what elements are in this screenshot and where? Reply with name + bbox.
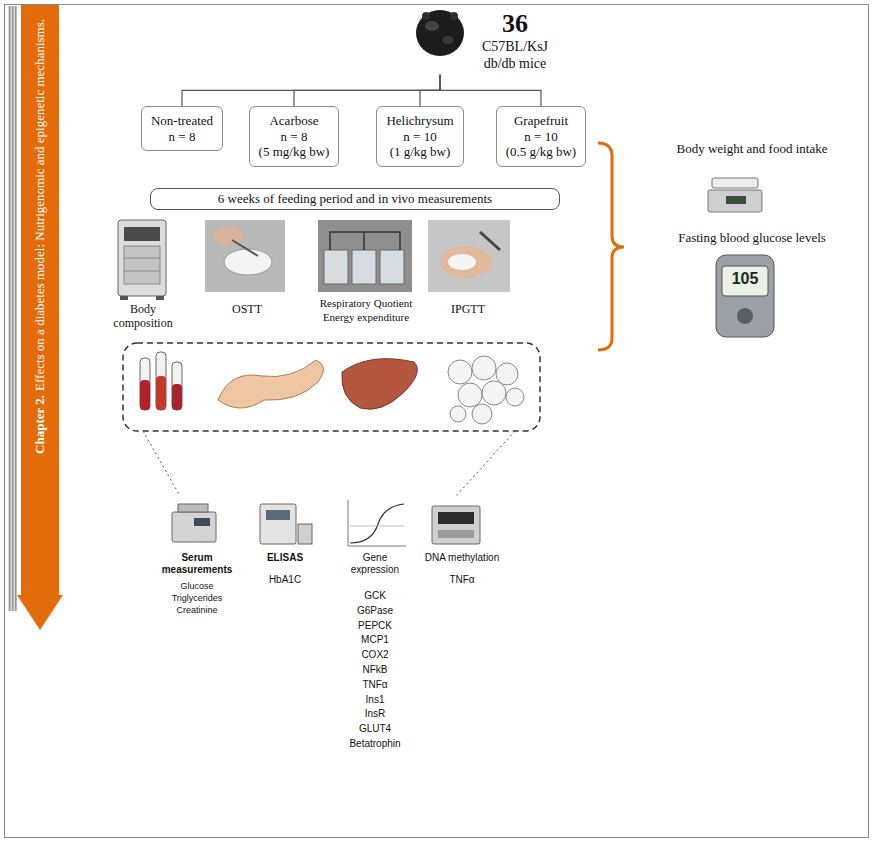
measurement-caption: Respiratory Quotient xyxy=(301,297,431,310)
box-text: Helichrysum xyxy=(386,113,453,129)
analysis-label: GCK xyxy=(340,590,410,602)
scale-icon xyxy=(708,178,762,212)
dotted-leader xyxy=(456,431,515,496)
analysis-label: Gene expression xyxy=(340,552,410,575)
analysis-label: InsR xyxy=(340,708,410,720)
analysis-label: ELISAS xyxy=(255,552,315,564)
analysis-label: PEPCK xyxy=(340,620,410,632)
process-box: 6 weeks of feeding period and in vivo me… xyxy=(150,188,560,210)
measurement-caption: IPGTT xyxy=(433,303,503,317)
analysis-label: MCP1 xyxy=(340,634,410,646)
process-box: Grapefruitn = 10(0.5 g/kg bw) xyxy=(496,106,586,167)
box-text: n = 8 xyxy=(151,129,213,145)
blood-tubes-icon xyxy=(140,352,182,410)
glucometer-icon xyxy=(716,255,774,337)
box-text: n = 10 xyxy=(506,129,576,145)
measurement-caption: Body composition xyxy=(102,303,184,331)
box-text: (0.5 g/kg bw) xyxy=(506,144,576,160)
chapter-arrow: Chapter 2. Effects on a diabetes model: N… xyxy=(17,5,63,630)
orange-bracket xyxy=(598,143,624,350)
process-box: Non-treatedn = 8 xyxy=(141,106,223,151)
tree-connector xyxy=(294,75,440,106)
box-text: n = 10 xyxy=(386,129,453,145)
expression-curve-icon xyxy=(348,500,406,546)
box-text: Grapefruit xyxy=(506,113,576,129)
ipgtt-photo xyxy=(428,220,510,292)
measurement-caption: Body weight and food intake xyxy=(652,142,852,157)
analysis-label: Betatrophin xyxy=(340,738,410,750)
box-text: 6 weeks of feeding period and in vivo me… xyxy=(159,191,551,207)
arrow-shadow xyxy=(8,6,17,611)
analysis-label: Creatinine xyxy=(157,605,237,615)
box-text: (1 g/kg bw) xyxy=(386,144,453,160)
process-box: Acarbosen = 8(5 mg/kg bw) xyxy=(249,106,340,167)
elisa-reader-icon xyxy=(260,504,312,544)
tree-connector xyxy=(420,75,440,106)
samples-dashed-box xyxy=(123,343,540,431)
cohort-count: 36 xyxy=(460,8,570,39)
analysis-label: TNFα xyxy=(422,574,502,586)
measurement-caption: OSTT xyxy=(212,303,282,317)
body-composition-analyzer xyxy=(118,220,166,300)
analysis-label: DNA methylation xyxy=(412,552,512,564)
analysis-label: TNFα xyxy=(340,679,410,691)
figure-frame xyxy=(5,5,869,838)
analysis-label: GLUT4 xyxy=(340,723,410,735)
analysis-label: Glucose xyxy=(157,581,237,591)
tree-connector xyxy=(182,75,440,106)
box-text: Non-treated xyxy=(151,113,213,129)
analysis-label: Triglycerides xyxy=(157,593,237,603)
box-text: (5 mg/kg bw) xyxy=(259,144,330,160)
analysis-label: COX2 xyxy=(340,649,410,661)
meter-reading: 105 xyxy=(725,270,765,288)
mouse-icon xyxy=(416,10,464,56)
arrow-body xyxy=(17,5,63,630)
box-text: C57BL/KsJ xyxy=(460,39,570,56)
analysis-label: Serum measurements xyxy=(157,552,237,575)
chapter-number: Chapter 2. xyxy=(32,395,48,454)
methylation-instrument-icon xyxy=(432,506,480,544)
chapter-title: Chapter 2. Effects on a diabetes model: N… xyxy=(21,15,59,590)
analysis-label: NFkB xyxy=(340,664,410,676)
box-text: n = 8 xyxy=(259,129,330,145)
mice-cohort: 36C57BL/KsJdb/db mice xyxy=(405,6,570,75)
analysis-label: G6Pase xyxy=(340,605,410,617)
chapter-heading: Effects on a diabetes model: Nutrigenomi… xyxy=(32,19,48,391)
liver-icon xyxy=(342,359,418,410)
box-text: db/db mice xyxy=(460,56,570,73)
dotted-leader xyxy=(143,431,180,496)
metabolic-cage-photo xyxy=(318,220,412,292)
process-box: Helichrysumn = 10(1 g/kg bw) xyxy=(376,106,463,167)
serum-analyzer-icon xyxy=(172,504,216,542)
analysis-label: Ins1 xyxy=(340,694,410,706)
ostt-photo xyxy=(205,220,285,292)
measurement-caption: Fasting blood glucose levels xyxy=(652,231,852,246)
measurement-caption: Energy expenditure xyxy=(301,311,431,324)
adipocytes-icon xyxy=(448,356,524,424)
pancreas-icon xyxy=(218,360,324,408)
box-text: Acarbose xyxy=(259,113,330,129)
tree-connector xyxy=(440,75,541,106)
analysis-label: HbA1C xyxy=(255,574,315,586)
